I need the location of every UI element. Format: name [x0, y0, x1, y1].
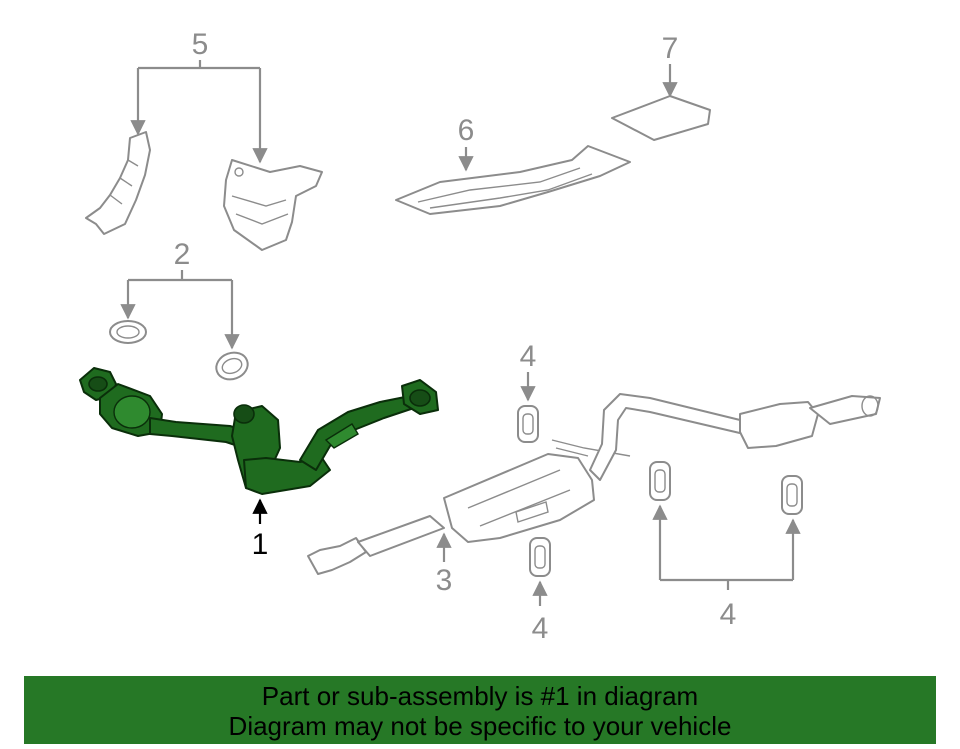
gasket-group-2[interactable]: 2	[109, 238, 251, 384]
hanger-right-1	[649, 461, 671, 501]
tailpipe	[809, 395, 881, 425]
banner-line-1: Part or sub-assembly is #1 in diagram	[261, 681, 699, 711]
callout-5: 5	[192, 28, 209, 61]
callout-3: 3	[436, 564, 453, 597]
callout-1: 1	[252, 528, 269, 561]
exhaust-parts-diagram: 5 6 7 2	[79, 28, 881, 645]
catalytic-converter-assembly-1[interactable]: 1	[79, 367, 439, 561]
callout-4-right: 4	[720, 598, 737, 631]
callout-6: 6	[458, 114, 475, 147]
leader-2	[128, 270, 232, 282]
heat-shield-7[interactable]: 7	[611, 32, 711, 141]
heat-shield-left	[85, 131, 151, 235]
muffler-assembly-3[interactable]: 3	[307, 393, 881, 597]
rear-muffler	[739, 401, 819, 449]
muffler-body	[443, 453, 595, 543]
gasket-left	[109, 320, 147, 344]
gasket-right	[215, 351, 249, 381]
hanger-group-4[interactable]: 4 4 4	[517, 340, 803, 645]
heat-shield-6[interactable]: 6	[395, 114, 631, 215]
callout-4-bottom: 4	[532, 612, 549, 645]
hanger-bottom	[529, 537, 551, 577]
hanger-top	[517, 405, 539, 443]
callout-4-top: 4	[520, 340, 537, 373]
diagram-notice-banner: Part or sub-assembly is #1 in diagram Di…	[24, 676, 936, 744]
leader-5	[138, 60, 260, 70]
hanger-right-2	[781, 475, 803, 515]
heat-shield-group-5[interactable]: 5	[85, 28, 323, 251]
banner-line-2: Diagram may not be specific to your vehi…	[228, 711, 732, 741]
callout-7: 7	[662, 32, 679, 65]
callout-2: 2	[174, 238, 191, 271]
heat-shield-right	[223, 159, 323, 251]
